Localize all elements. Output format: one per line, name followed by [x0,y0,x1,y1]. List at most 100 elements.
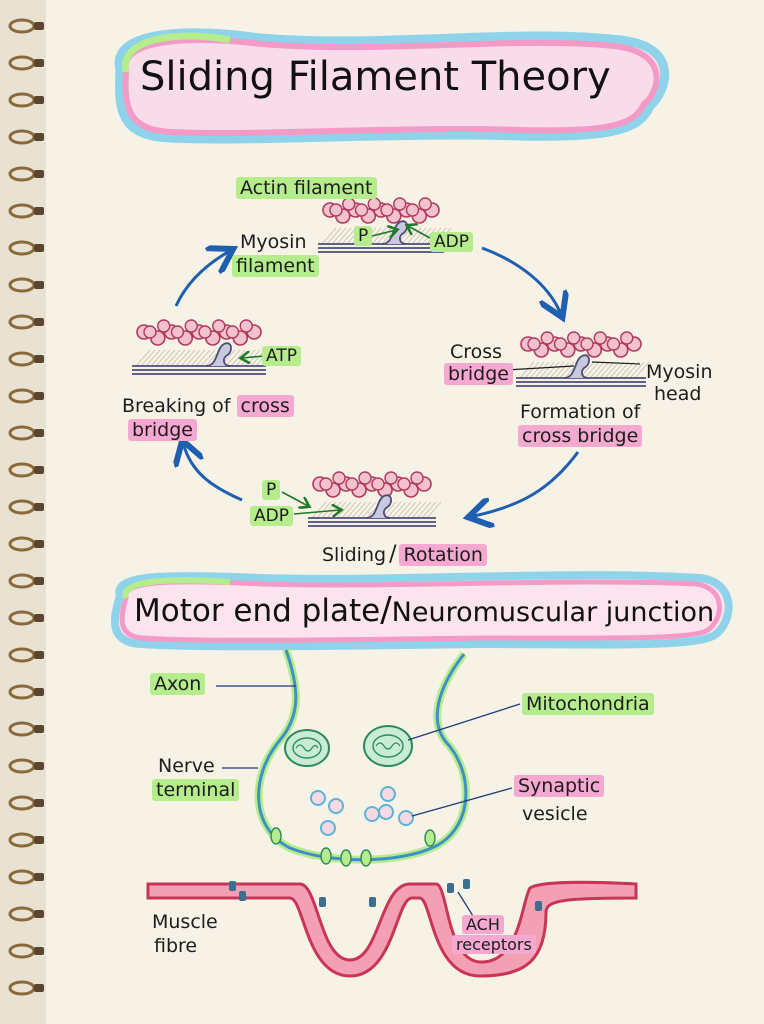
p-bottom-text: P [262,480,281,500]
hatch-line [225,349,241,367]
hatch-line [341,227,357,245]
spiral-hole [34,22,44,30]
synaptic-vesicle [398,810,414,826]
hatch-line [559,361,575,379]
ach-receptor [229,881,236,891]
receptors-text: receptors [452,935,536,954]
hatch-line [416,227,432,245]
adp-arrow-bottom [293,510,340,514]
spiral-ring [8,647,36,663]
spiral-ring [8,795,36,811]
actin-bead [384,471,398,485]
actin-bead [380,203,394,217]
spiral-ring [8,277,36,293]
spiral-hole [34,873,44,881]
hatch-line [411,501,427,519]
label-adp-top: ADP [430,232,473,253]
label-vesicle: vesicle [522,803,588,825]
axon-text: Axon [150,673,206,695]
actin-bead [212,319,226,333]
label-cross: Cross [450,341,503,363]
spiral-hole [34,577,44,585]
spiral-hole [34,207,44,215]
actin-filament-text: Actin filament [236,177,377,199]
ach-receptor [239,891,246,901]
spiral-ring [8,536,36,552]
hatch-line [346,501,362,519]
label-axon: Axon [150,673,206,695]
label-fibre: fibre [154,935,198,957]
spiral-ring [8,351,36,367]
actin-bead [553,337,568,351]
hatch-line [316,501,332,519]
synaptic-vesicle [328,798,344,814]
hatch-line [426,501,442,519]
label-mitochondria: Mitochondria [522,693,654,715]
spiral-hole [34,96,44,104]
ach-receptor [447,883,454,893]
ach-receptor [319,897,326,907]
nmj-bubble-green [122,577,231,599]
actin-bead [239,319,253,333]
hatch-line [336,227,352,245]
atp-arrow-left [242,356,265,358]
mitochondria-pointer [407,703,521,741]
label-p-bottom: P [262,480,281,501]
nmj-title-part-a: Motor end plate [134,593,381,629]
actin-bead [342,197,356,211]
spiral-ring [8,462,36,478]
spiral-ring [8,610,36,626]
nmj-title-part-b: Neuromuscular junction [391,597,715,628]
actin-bead [184,319,198,333]
title-bubble-pink [122,37,660,136]
spiral-hole [34,947,44,955]
myosin-head [205,342,232,367]
actin-bead [540,331,554,345]
vesicle-pointer [411,787,513,817]
synaptic-vesicle [378,804,394,820]
actin-bead [225,325,240,339]
label-ach: ACH [462,914,504,935]
spiral-hole [34,725,44,733]
p-top-text: P [354,226,373,246]
page-title: Sliding Filament Theory [140,54,611,100]
mitochondria-text: Mitochondria [522,693,654,715]
membrane-channel [340,849,352,867]
label-formation-of: Formation of [520,401,641,423]
spiral-ring [8,55,36,71]
spiral-hole [34,688,44,696]
hatch-line [411,227,427,245]
label-bridge-left: bridge [128,419,197,441]
membrane-channel [360,849,372,867]
label-synaptic: Synaptic [514,775,605,797]
filament-text: filament [232,255,319,277]
muscle-fibre-body [146,880,638,978]
sliding-text: Sliding [322,544,387,566]
spiral-ring [8,832,36,848]
terminal-text: terminal [152,779,240,801]
adp-top-text: ADP [430,232,473,252]
arrow-bottom-left [184,446,243,502]
title-bubble-blue [114,28,670,144]
label-atp: ATP [262,346,301,367]
synaptic-vesicle [364,806,380,822]
filament-top [318,197,452,253]
ach-receptor [463,879,470,889]
label-receptors: receptors [452,934,536,955]
spiral-ring [8,499,36,515]
actin-bead [606,337,621,351]
myosin-head [563,354,590,379]
actin-bead [567,331,581,345]
actin-bead [170,325,185,339]
spiral-ring [8,92,36,108]
hatch-line [386,501,402,519]
spiral-hole [34,762,44,770]
ach-text: ACH [462,915,504,934]
label-cross-bridge: cross bridge [518,425,643,447]
hatch-line [361,501,377,519]
actin-bead [143,325,157,339]
hatch-line [604,361,620,379]
atp-text: ATP [262,346,301,366]
